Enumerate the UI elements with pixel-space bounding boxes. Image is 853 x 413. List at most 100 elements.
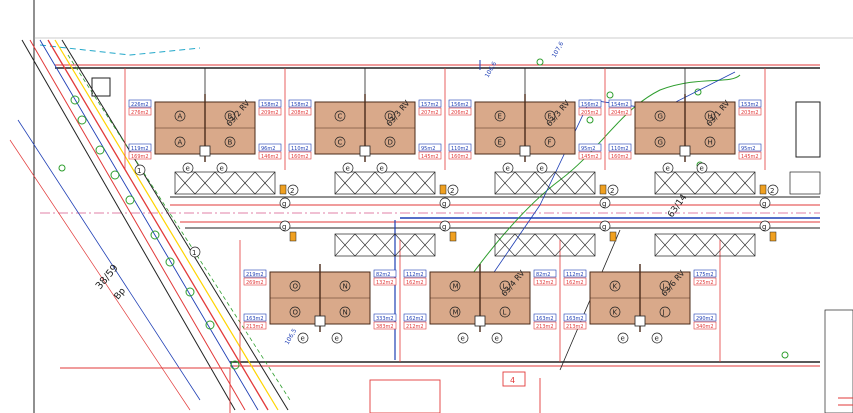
area-tr-box-total [693, 277, 717, 286]
area-tr-total-label: 205m2 [581, 110, 599, 116]
unit-marker [499, 280, 511, 292]
area-br-label: 95m2 [421, 146, 435, 152]
unit-marker [289, 280, 301, 292]
parking-cross [414, 171, 436, 195]
num-2-label: 2 [610, 187, 614, 195]
utility-box [474, 315, 486, 327]
e-label: e [655, 335, 659, 343]
parking-cross [334, 171, 356, 195]
unit-marker [704, 110, 716, 122]
area-tr-box-total [418, 107, 442, 116]
utility-box [359, 145, 371, 157]
parking-cross [174, 171, 196, 195]
unit-letter: L [503, 309, 507, 317]
unit-letter: O [293, 309, 299, 317]
unit-marker [494, 110, 506, 122]
parking-cross [394, 233, 416, 257]
parking-cross [654, 171, 676, 195]
area-tl-box-total [608, 107, 632, 116]
area-tl-total-label: 162m2 [406, 280, 424, 286]
unit-marker [174, 136, 186, 148]
parking-cross [574, 233, 596, 257]
area-tl-label: 156m2 [451, 102, 469, 108]
e-marker [651, 332, 663, 344]
unit-letter: E [498, 139, 502, 147]
area-bl-total-label: 169m2 [131, 154, 149, 160]
parking-cross [394, 171, 416, 195]
unit-marker [224, 136, 236, 148]
e-marker [491, 332, 503, 344]
e-marker [342, 162, 354, 174]
area-br-box-total [693, 321, 717, 330]
parking-cross [374, 171, 396, 195]
e-marker [536, 162, 548, 174]
upper-dashed-boundary [39, 44, 201, 56]
unit-letter: G [658, 139, 663, 147]
area-tl-total-label: 208m2 [291, 110, 309, 116]
right-building-stub [795, 101, 821, 158]
area-tl-box-total [563, 277, 587, 286]
unit-letter: N [343, 283, 348, 291]
bottom-parcel-boxes [60, 367, 541, 413]
area-bl-box-total [288, 151, 312, 160]
area-tl-box-total [448, 107, 472, 116]
area-br-total-label: 213m2 [536, 324, 554, 330]
area-tl-label: 112m2 [566, 272, 584, 278]
parking-cross [734, 171, 756, 195]
unit-letter: J [662, 283, 665, 291]
area-tr-label: 82m2 [376, 272, 390, 278]
parking-cross [254, 171, 276, 195]
area-bl-box [608, 143, 632, 152]
unit-marker [654, 110, 666, 122]
utility-box [634, 315, 646, 327]
e-label: e [220, 165, 224, 173]
unit-letter: A [178, 113, 183, 121]
area-br-total-label: 145m2 [421, 154, 439, 160]
area-tr-label: 82m2 [536, 272, 550, 278]
area-br-box-total [738, 151, 762, 160]
parking-cross [554, 171, 576, 195]
marker-1-bottom [189, 246, 201, 258]
area-tl-box-total [128, 107, 152, 116]
area-bl-box [403, 313, 427, 322]
parking-cross [654, 233, 676, 257]
area-bl-total-label: 213m2 [246, 324, 264, 330]
area-bl-box [243, 313, 267, 322]
area-br-total-label: 145m2 [581, 154, 599, 160]
parking-cross [694, 233, 716, 257]
bottom-parking-crosses [334, 233, 756, 257]
area-br-box-total [578, 151, 602, 160]
area-bl-total-label: 160m2 [451, 154, 469, 160]
area-bl-label: 119m2 [131, 146, 149, 152]
area-br-box-total [258, 151, 282, 160]
area-tr-box [258, 99, 282, 108]
g-label: g [602, 223, 606, 231]
parking-cross [494, 233, 516, 257]
area-tr-total-label: 132m2 [536, 280, 554, 286]
area-br-box-total [533, 321, 557, 330]
unit-marker [494, 136, 506, 148]
area-tr-box-total [738, 107, 762, 116]
parking-cross [714, 233, 736, 257]
g-label: g [762, 200, 766, 208]
unit-marker [339, 280, 351, 292]
area-tr-box [738, 99, 762, 108]
g-markers-bottom [279, 220, 771, 232]
e-marker [662, 162, 674, 174]
unit-letter: H [708, 113, 713, 121]
area-tr-label: 153m2 [741, 102, 759, 108]
e-marker [182, 162, 194, 174]
bottom-parking-row [334, 233, 756, 257]
e-label: e [301, 335, 305, 343]
utility-box [314, 315, 326, 327]
area-tl-box [448, 99, 472, 108]
area-bl-label: 163m2 [566, 316, 584, 322]
e-label: e [621, 335, 625, 343]
parking-cross [694, 171, 716, 195]
bottom-parcel-label: 4 [510, 376, 515, 385]
e-marker [617, 332, 629, 344]
